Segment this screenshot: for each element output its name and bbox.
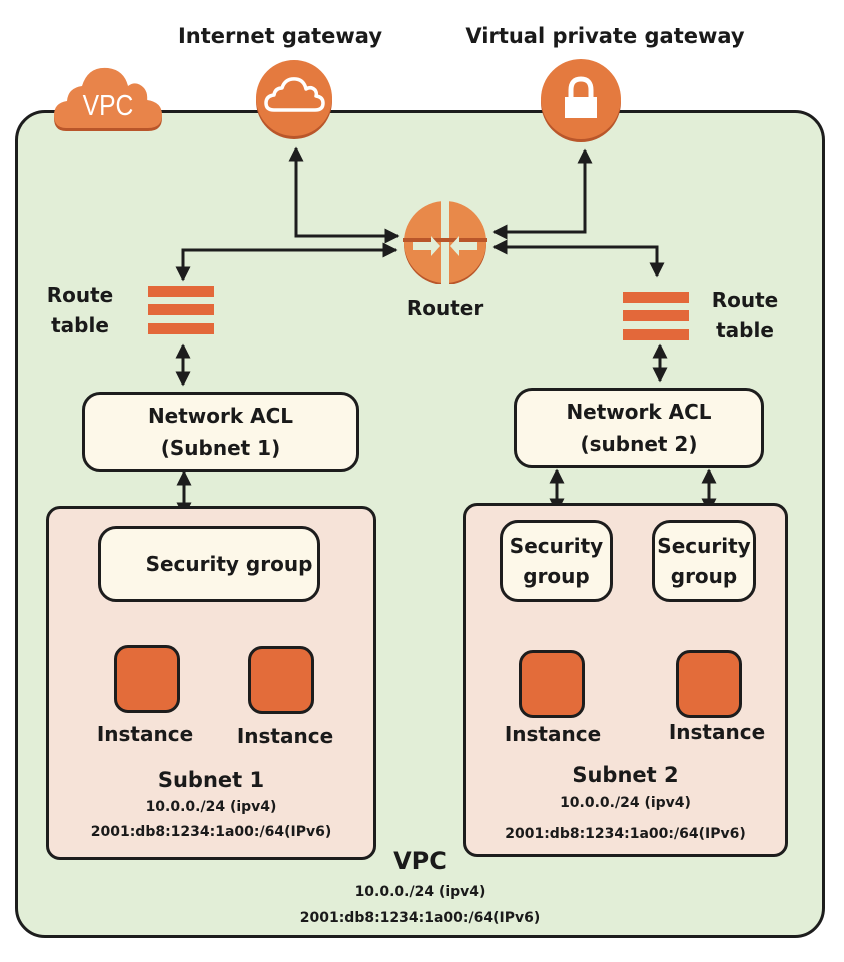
route-table-2-line2: table [716,318,774,342]
router-icon [403,200,487,285]
network-acl-2-line1: Network ACL [566,400,712,424]
vgw-router-connector [492,148,593,240]
route-table-1-label: Route table [40,280,120,340]
route-table-1-line2: table [51,313,109,337]
cloud-icon [264,77,325,112]
instance-1[interactable] [114,645,180,713]
security-group-subnet-2-b[interactable]: Security group [652,520,756,602]
igw-router-connector [288,146,400,244]
security-group-2b-line1: Security [657,534,751,558]
router-rt1-connector [175,242,398,282]
security-group-2a-line1: Security [509,534,604,558]
instance-3-label: Instance [504,722,602,746]
security-group-subnet-1[interactable]: Security group [98,526,320,602]
instance-4[interactable] [676,650,742,718]
security-group-subnet-2-a[interactable]: Security group [500,520,613,602]
instance-2[interactable] [248,646,314,714]
internet-gateway-label: Internet gateway [177,24,383,48]
network-acl-1-line1: Network ACL [147,404,294,428]
subnet-2-ipv6: 2001:db8:1234:1a00:/64(IPv6) [505,826,746,842]
network-acl-2-line2: (subnet 2) [580,432,698,456]
network-acl-subnet-2[interactable]: Network ACL (subnet 2) [514,388,764,468]
subnet-2-ipv4: 10.0.0./24 (ipv4) [560,795,691,811]
security-group-1-label: Security group [145,552,313,576]
vpc-title: VPC [393,847,447,875]
route-table-2[interactable] [623,292,689,340]
instance-1-label: Instance [96,722,194,746]
route-table-2-label: Route table [705,285,785,345]
virtual-private-gateway-label: Virtual private gateway [465,24,745,48]
vpc-ipv6: 2001:db8:1234:1a00:/64(IPv6) [299,910,541,926]
security-group-2a-line2: group [523,564,590,588]
vpc-badge-label: VPC [82,90,134,122]
subnet-1-ipv4: 10.0.0./24 (ipv4) [145,799,277,815]
router[interactable] [403,200,487,285]
subnet-1-ipv6: 2001:db8:1234:1a00:/64(IPv6) [90,824,332,840]
vpc-cloud-badge: VPC [52,60,164,134]
router-label: Router [406,296,484,320]
lock-icon [565,76,597,118]
security-group-2b-line2: group [670,564,738,588]
instance-4-label: Instance [668,720,766,744]
instance-2-label: Instance [236,724,334,748]
virtual-private-gateway[interactable] [541,59,621,139]
subnet-2-title: Subnet 2 [572,763,679,787]
route-table-1[interactable] [148,286,214,334]
instance-3[interactable] [519,650,585,718]
router-rt2-connector [492,239,665,278]
internet-gateway[interactable] [256,60,332,136]
vpc-cloud-icon [54,67,162,131]
network-acl-subnet-1[interactable]: Network ACL (Subnet 1) [82,392,359,472]
network-acl-1-line2: (Subnet 1) [160,436,281,460]
subnet-1-title: Subnet 1 [157,768,265,792]
vpc-ipv4: 10.0.0./24 (ipv4) [354,884,486,900]
route-table-2-line1: Route [711,288,779,312]
route-table-1-line1: Route [46,283,114,307]
